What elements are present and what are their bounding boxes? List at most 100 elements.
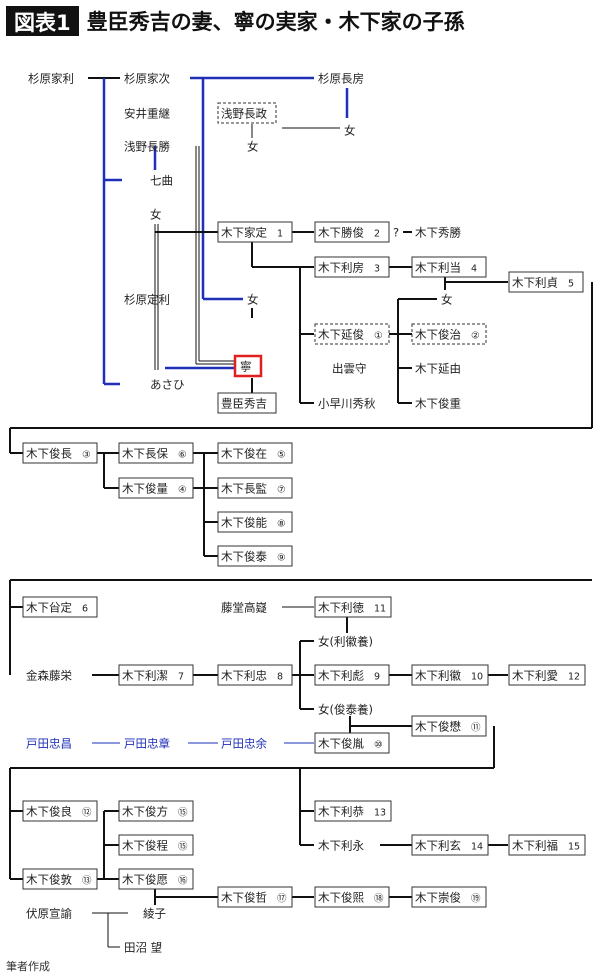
person-name: あさひ — [150, 378, 185, 392]
title-bar: 図表1 豊臣秀吉の妻、寧の実家・木下家の子孫 — [6, 4, 465, 38]
person-name: 木下利玄 — [415, 839, 461, 853]
person-name: 金森藤栄 — [26, 669, 72, 683]
person-box — [217, 477, 293, 499]
person-node: 戸田忠章 — [124, 737, 170, 751]
succession-number: 15 — [568, 842, 580, 853]
person-name: 木下俊敦 — [26, 873, 72, 887]
person-box — [118, 477, 194, 499]
person-node: 綾子 — [143, 907, 166, 921]
person-name: 木下俊能 — [221, 516, 267, 530]
person-name: 木下俊方 — [122, 805, 168, 819]
person-box — [22, 442, 98, 464]
succession-number: 9 — [374, 672, 380, 683]
person-node: 女 — [247, 293, 259, 307]
person-box — [314, 732, 390, 754]
person-name: 木下利徳 — [318, 601, 364, 615]
person-box — [508, 664, 586, 686]
succession-number: 7 — [178, 672, 184, 683]
succession-number: ⑯ — [178, 876, 188, 887]
person-node: 木下利玄 14 — [411, 834, 489, 856]
person-name: 女 — [247, 140, 259, 154]
succession-number: 2 — [374, 229, 380, 240]
person-node: 出雲守 — [332, 362, 367, 376]
person-box — [411, 256, 487, 278]
person-node: 藤堂高嶷 — [221, 601, 267, 615]
succession-number: ⑤ — [277, 450, 286, 461]
person-name: 浅野長勝 — [124, 140, 170, 154]
person-box — [411, 834, 489, 856]
person-name: 木下俊懋 — [415, 720, 461, 734]
person-name: 田沼 望 — [124, 941, 162, 955]
person-name: 木下俊泰 — [221, 550, 267, 564]
person-name: 木下俊長 — [26, 447, 72, 461]
succession-number: 5 — [568, 279, 574, 290]
succession-number: ② — [471, 331, 480, 342]
person-name: 木下長保 — [122, 447, 168, 461]
person-node: 杉原長房 — [318, 72, 364, 86]
person-node: 金森藤栄 — [26, 669, 72, 683]
succession-number: ④ — [178, 485, 187, 496]
person-name: 戸田忠余 — [221, 737, 267, 751]
succession-number: ① — [374, 331, 383, 342]
person-name: 木下利永 — [318, 839, 364, 853]
person-name: 木下俊愿 — [122, 873, 168, 887]
person-box — [508, 834, 586, 856]
person-name: 寧 — [240, 360, 252, 374]
person-name: 綾子 — [143, 907, 166, 921]
person-box — [217, 886, 293, 908]
person-name: 木下㒶定 — [26, 601, 72, 615]
person-node: 豊臣秀吉 — [217, 392, 277, 414]
person-node: 木下俊方 ⑮ — [118, 800, 194, 822]
person-name: 木下俊胤 — [318, 737, 364, 751]
person-box — [411, 323, 487, 345]
succession-number: ⑧ — [277, 519, 286, 530]
person-name: 女(利徽養) — [318, 635, 373, 649]
person-name: 小早川秀秋 — [318, 397, 376, 411]
person-box — [217, 511, 293, 533]
succession-number: ⑨ — [277, 553, 286, 564]
person-box — [314, 800, 392, 822]
succession-number: ⑮ — [178, 842, 188, 853]
person-node: 杉原家次 — [124, 72, 170, 86]
person-name: 木下長監 — [221, 482, 267, 496]
figure-tag: 図表1 — [6, 6, 79, 36]
person-box — [314, 886, 390, 908]
person-box — [217, 392, 277, 414]
person-name: 伏原宣諭 — [26, 907, 72, 921]
succession-number: 4 — [471, 264, 477, 275]
person-node: 戸田忠昌 — [26, 737, 72, 751]
person-box — [217, 221, 293, 243]
person-box — [314, 221, 390, 243]
person-name: 女 — [247, 293, 259, 307]
person-name: 杉原長房 — [318, 72, 364, 86]
person-name: 木下俊煕 — [318, 891, 364, 905]
person-name: 女 — [441, 293, 453, 307]
person-name: 戸田忠章 — [124, 737, 170, 751]
person-name: 木下利徽 — [415, 669, 461, 683]
succession-number: ⑮ — [178, 808, 188, 819]
person-node: 木下利貞 5 — [508, 271, 584, 293]
succession-number: ⑪ — [471, 723, 481, 734]
succession-number: 13 — [374, 808, 386, 819]
credit-note: 筆者作成 — [6, 960, 50, 973]
succession-number: 14 — [471, 842, 483, 853]
person-node: 戸田忠余 — [221, 737, 267, 751]
person-name: 木下利福 — [512, 839, 558, 853]
person-name: 木下延俊 — [318, 328, 364, 342]
person-box — [217, 442, 293, 464]
person-name: 木下利貞 — [512, 276, 558, 290]
